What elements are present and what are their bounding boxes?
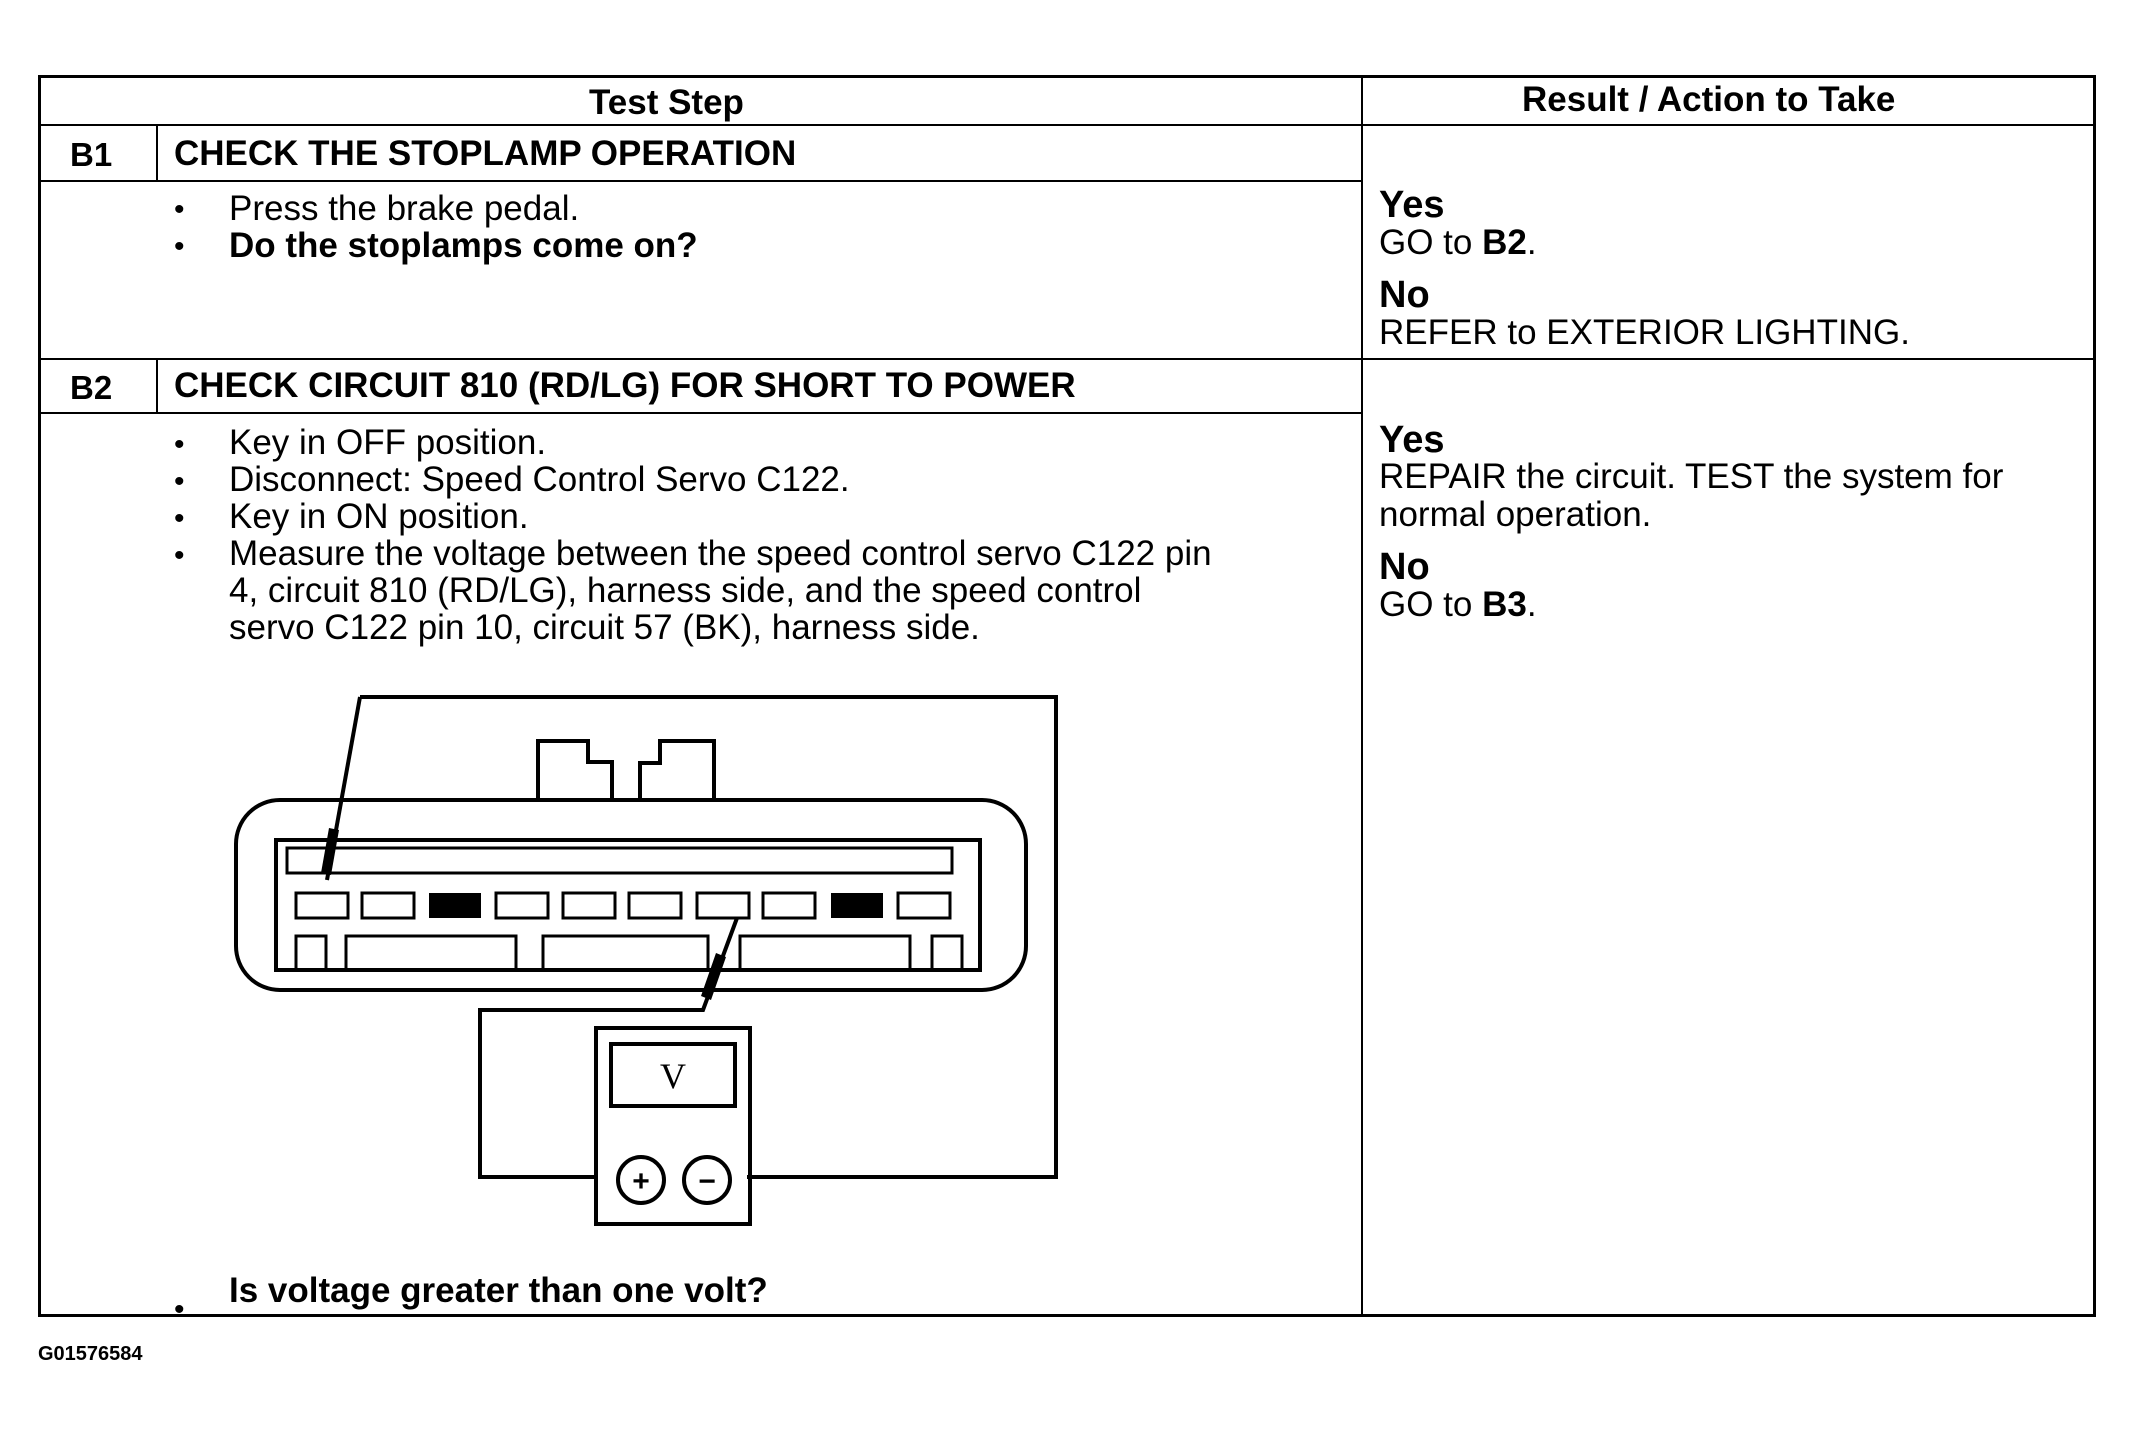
lower-slot-2 — [344, 934, 518, 972]
connector-latch-left — [536, 739, 614, 800]
bullet: • — [174, 465, 185, 498]
bullet: • — [174, 1293, 185, 1326]
pin-cavity-6 — [627, 891, 683, 920]
b1-yes-action: GO to B2. — [1379, 223, 1537, 262]
probe-lead-pin-10 — [478, 917, 739, 1179]
b1-yes-label: Yes — [1379, 184, 1445, 226]
b2-bullet-4-line-2: 4, circuit 810 (RD/LG), harness side, an… — [229, 571, 1142, 610]
bullet: • — [174, 428, 185, 461]
pin-cavity-2 — [360, 891, 416, 920]
column-divider — [1361, 75, 1363, 1317]
pin-cavity-7 — [695, 891, 751, 920]
b2-question: Is voltage greater than one volt? — [229, 1271, 768, 1310]
b2-no-label: No — [1379, 546, 1430, 588]
b1-no-action: REFER to EXTERIOR LIGHTING. — [1379, 313, 1910, 352]
pin-cavity-9-filled — [831, 893, 883, 918]
voltmeter-display — [609, 1042, 737, 1108]
step-code-b2: B2 — [70, 369, 113, 406]
pin-cavity-10 — [896, 891, 952, 920]
b2-no-action: GO to B3. — [1379, 585, 1537, 624]
plus-sign: + — [632, 1165, 650, 1198]
voltmeter-minus-terminal — [682, 1155, 732, 1205]
bullet: • — [174, 539, 185, 572]
ref-b2: B2 — [1482, 223, 1527, 262]
pin-cavity-1 — [294, 891, 350, 920]
voltmeter-body — [594, 1026, 752, 1226]
bullet: • — [174, 230, 185, 263]
b2-bullet-3: Key in ON position. — [229, 497, 529, 536]
test-lead-wire — [360, 695, 1058, 1179]
b2-bullet-2: Disconnect: Speed Control Servo C122. — [229, 460, 850, 499]
lower-slot-4 — [738, 934, 912, 972]
b2-bullet-4-line-3: servo C122 pin 10, circuit 57 (BK), harn… — [229, 608, 980, 647]
b1-title-divider — [38, 180, 1361, 182]
pin-cavity-3-filled — [429, 893, 481, 918]
b2-bullet-1: Key in OFF position. — [229, 423, 547, 462]
step-code-b1: B1 — [70, 136, 113, 173]
lower-slot-3 — [541, 934, 710, 972]
header-result-action: Result / Action to Take — [1522, 80, 1896, 119]
pin-cavity-8 — [761, 891, 817, 920]
lower-slot-5 — [930, 934, 964, 972]
lower-slot-1 — [294, 934, 328, 972]
b2-yes-action-line-1: REPAIR the circuit. TEST the system for — [1379, 457, 2004, 496]
ref-b3: B3 — [1482, 585, 1527, 624]
b1-question: Do the stoplamps come on? — [229, 226, 698, 265]
probe-tip-pin-10 — [701, 953, 726, 1000]
pin-cavity-5 — [561, 891, 617, 920]
connector-upper-slot — [285, 846, 954, 875]
bullet: • — [174, 502, 185, 535]
b2-yes-action-line-2: normal operation. — [1379, 495, 1652, 534]
connector-housing — [234, 798, 1028, 992]
b1-bullet-1: Press the brake pedal. — [229, 189, 580, 228]
b2-yes-label: Yes — [1379, 419, 1445, 461]
connector-latch-right — [638, 739, 716, 800]
pin-cavity-4 — [494, 891, 550, 920]
header-divider — [38, 124, 2096, 126]
voltmeter-plus-terminal — [616, 1155, 666, 1205]
voltmeter-symbol: V — [660, 1056, 686, 1096]
step-title-b2: CHECK CIRCUIT 810 (RD/LG) FOR SHORT TO P… — [174, 366, 1076, 405]
b2-title-divider — [38, 412, 1361, 414]
header-test-step: Test Step — [589, 83, 744, 122]
b1-no-label: No — [1379, 274, 1430, 316]
figure-id: G01576584 — [38, 1343, 143, 1365]
test-step-table — [38, 75, 2096, 1317]
minus-sign: − — [698, 1165, 716, 1198]
bullet: • — [174, 193, 185, 226]
step-title-b1: CHECK THE STOPLAMP OPERATION — [174, 134, 797, 173]
b2-code-divider — [156, 358, 158, 412]
b1-code-divider — [156, 124, 158, 180]
b1-b2-divider — [38, 358, 2096, 360]
probe-tip-pin-4 — [321, 828, 339, 875]
b2-bullet-4-line-1: Measure the voltage between the speed co… — [229, 534, 1212, 573]
